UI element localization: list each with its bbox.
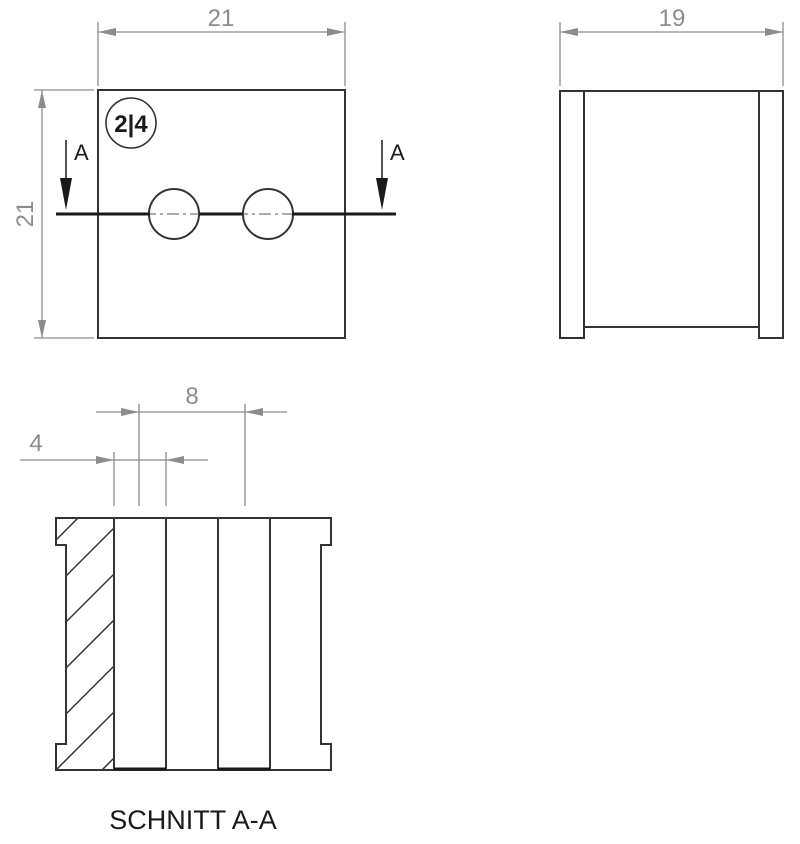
view-badge: 2|4	[105, 97, 157, 149]
hole-dimension-label: 4	[29, 430, 42, 457]
section-hatching	[56, 518, 114, 770]
section-marker-right-label: A	[390, 140, 405, 165]
pitch-dimension-label: 8	[185, 383, 198, 410]
side-flange-right	[758, 90, 784, 339]
front-width-label: 21	[208, 5, 235, 32]
section-marker-left: A	[60, 140, 89, 210]
section-view: 8 4 SCHNITT A-A	[20, 383, 332, 835]
pitch-dimension: 8	[96, 383, 287, 506]
side-width-label: 19	[659, 5, 686, 32]
front-view: 21 21 2|4 A	[12, 5, 405, 339]
side-body	[583, 90, 760, 328]
view-badge-label: 2|4	[114, 111, 148, 138]
hole-dimension: 4	[20, 430, 208, 506]
front-height-dimension: 21	[12, 89, 94, 339]
side-width-dimension: 19	[559, 5, 784, 86]
section-marker-left-label: A	[74, 140, 89, 165]
side-view: 19	[559, 5, 784, 339]
section-outline	[55, 517, 332, 771]
side-flange-left	[559, 90, 585, 339]
section-marker-right: A	[376, 140, 405, 210]
front-height-label: 21	[12, 201, 39, 228]
section-caption: SCHNITT A-A	[109, 805, 277, 835]
front-width-dimension: 21	[97, 5, 346, 86]
